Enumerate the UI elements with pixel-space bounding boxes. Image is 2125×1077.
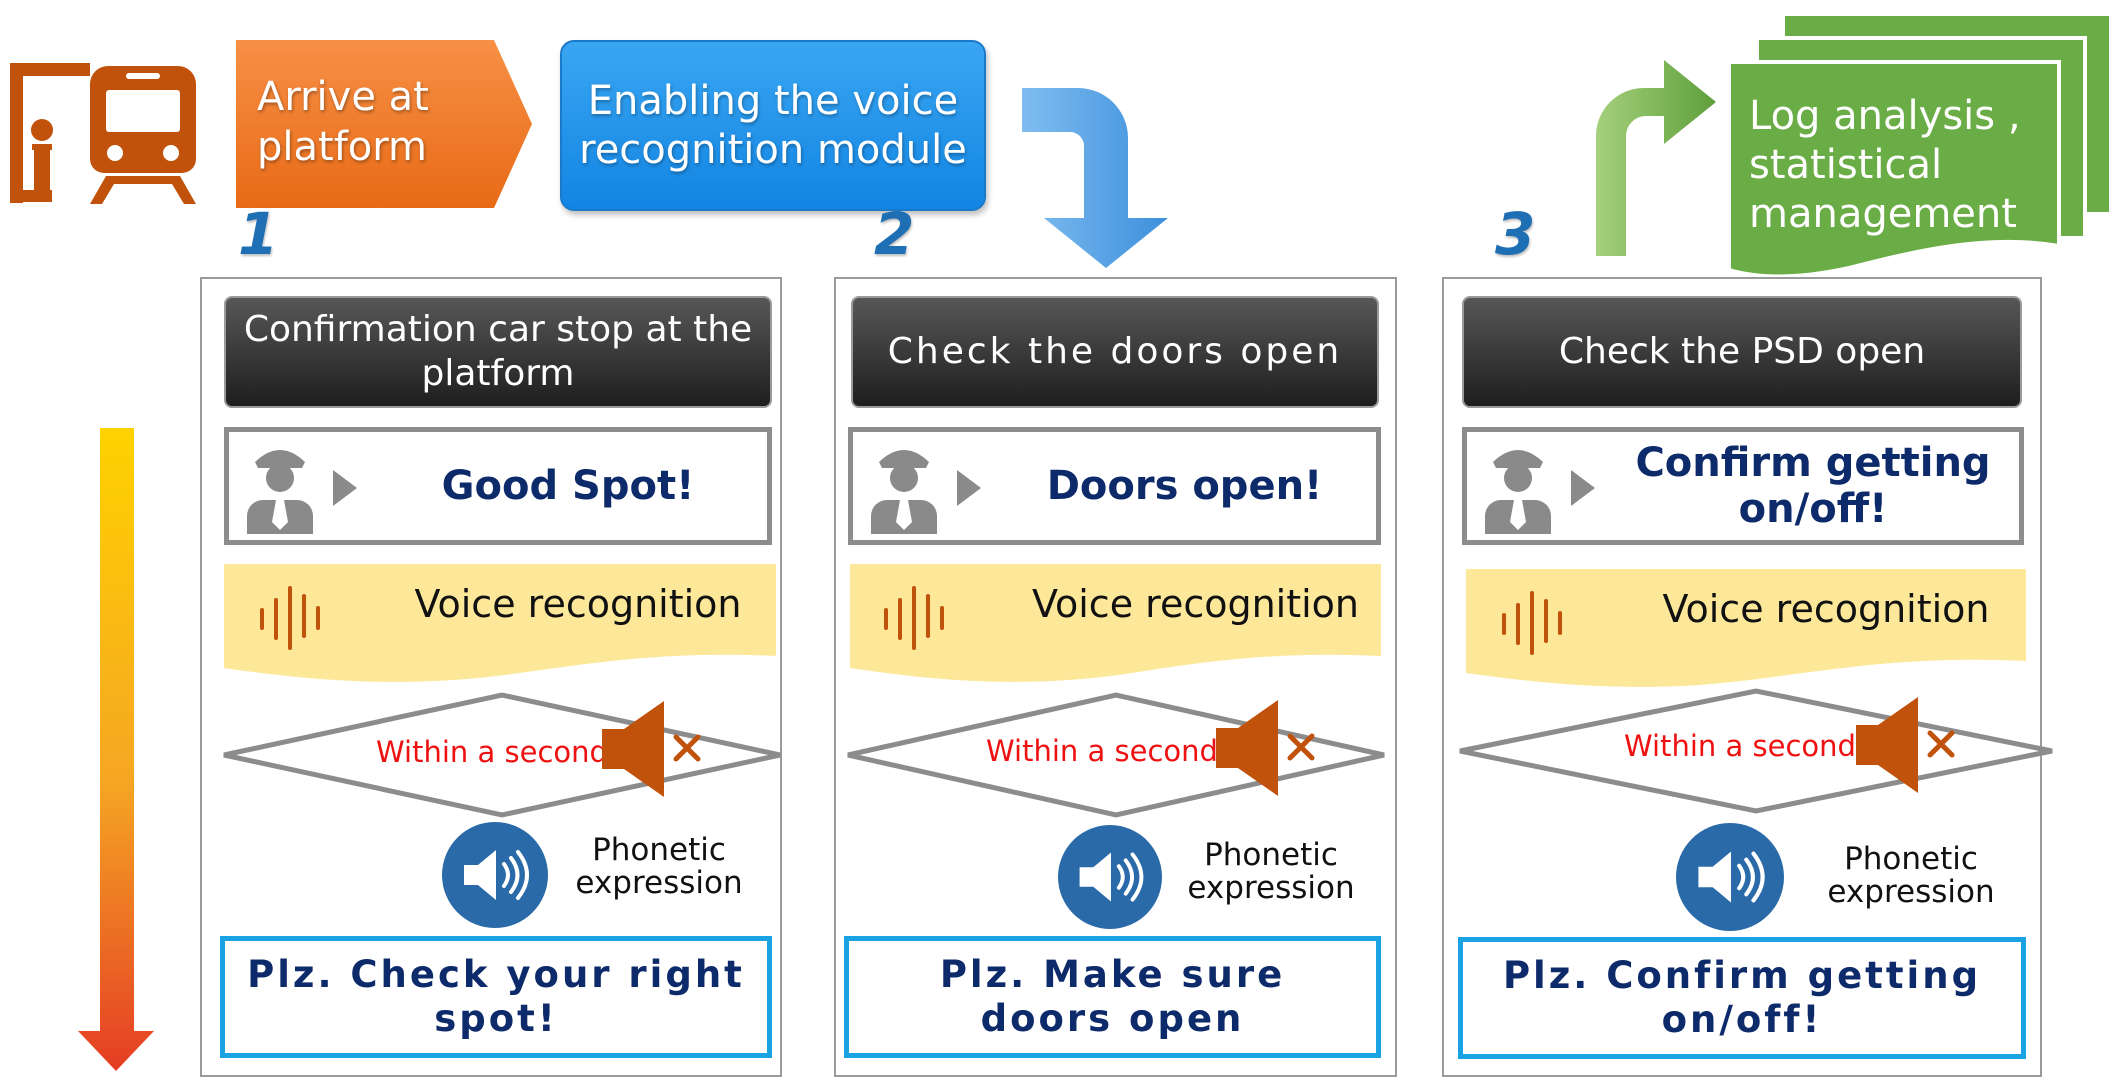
sound-wave-icon xyxy=(884,586,944,650)
conductor-icon xyxy=(871,450,937,534)
mute-speaker-icon xyxy=(602,701,701,797)
turn-down-arrow-icon xyxy=(1022,88,1168,268)
document-stack-icon xyxy=(1727,12,2113,279)
phonetic-expression-label: Phonetic expression xyxy=(1187,837,1355,906)
conductor-icon xyxy=(1485,450,1551,534)
phonetic-expression-label: Phonetic expression xyxy=(1827,841,1995,910)
please-instruction-box: Plz. Confirm getting on/off! xyxy=(1458,937,2026,1059)
voice-recognition-band: Voice recognition xyxy=(850,564,1381,682)
voice-recognition-label: Voice recognition xyxy=(1031,582,1360,626)
step-title: Check the doors open xyxy=(851,296,1379,408)
within-a-second-label: Within a second xyxy=(376,735,608,769)
play-triangle-icon xyxy=(957,470,981,506)
please-instruction-box: Plz. Check your right spot! xyxy=(220,936,772,1058)
voice-band-shape xyxy=(224,564,776,682)
within-a-second-label: Within a second xyxy=(1624,729,1856,763)
step-panel-2: Check the doors open Doors open! Voice r… xyxy=(834,277,1397,1077)
arrive-at-platform-label: Arrive at platform xyxy=(257,74,429,170)
speech-text: Good Spot! xyxy=(441,463,695,509)
speaker-sound-icon xyxy=(1058,825,1162,929)
step-number-1: 1 xyxy=(238,200,279,268)
sound-wave-icon xyxy=(1502,591,1562,655)
speaker-sound-icon xyxy=(442,822,548,928)
phonetic-expression-label: Phonetic expression xyxy=(575,832,743,901)
play-triangle-icon xyxy=(1571,470,1595,506)
within-a-second-label: Within a second xyxy=(986,734,1218,768)
speech-text: Confirm getting on/off! xyxy=(1635,440,1991,532)
speaker-sound-icon xyxy=(1676,823,1784,931)
step-title: Confirmation car stop at the platform xyxy=(224,296,772,408)
log-analysis-label: Log analysis , statistical management xyxy=(1749,93,2021,237)
play-triangle-icon xyxy=(333,470,357,506)
conductor-icon xyxy=(247,450,313,534)
speech-text: Doors open! xyxy=(1046,463,1323,509)
turn-up-arrow-icon xyxy=(1596,60,1716,256)
speech-box: Good Spot! xyxy=(224,427,772,545)
step-panel-3: Check the PSD open Confirm getting on/of… xyxy=(1442,277,2053,1077)
voice-module-box: Enabling the voice recognition module xyxy=(560,40,986,211)
step-panel-1: Confirmation car stop at the platform Go… xyxy=(200,277,782,1077)
mute-speaker-icon xyxy=(1856,697,1955,793)
step-number-2: 2 xyxy=(874,200,915,268)
voice-band-shape xyxy=(850,564,1381,682)
timeline-arrow-icon xyxy=(78,428,154,1071)
mute-speaker-icon xyxy=(1216,700,1315,796)
speech-box: Confirm getting on/off! xyxy=(1462,427,2024,545)
sound-wave-icon xyxy=(260,586,320,650)
voice-recognition-band: Voice recognition xyxy=(1466,569,2026,687)
step-title: Check the PSD open xyxy=(1462,296,2022,408)
arrive-chevron xyxy=(236,40,532,208)
voice-recognition-band: Voice recognition xyxy=(224,564,776,682)
voice-recognition-label: Voice recognition xyxy=(1662,587,1990,631)
voice-band-shape xyxy=(1466,569,2026,687)
train-platform-icon xyxy=(10,63,196,204)
please-instruction-box: Plz. Make sure doors open xyxy=(844,936,1381,1058)
speech-box: Doors open! xyxy=(848,427,1381,545)
step-number-3: 3 xyxy=(1495,200,1536,268)
voice-module-label: Enabling the voice recognition module xyxy=(579,77,967,173)
voice-recognition-label: Voice recognition xyxy=(414,582,742,626)
